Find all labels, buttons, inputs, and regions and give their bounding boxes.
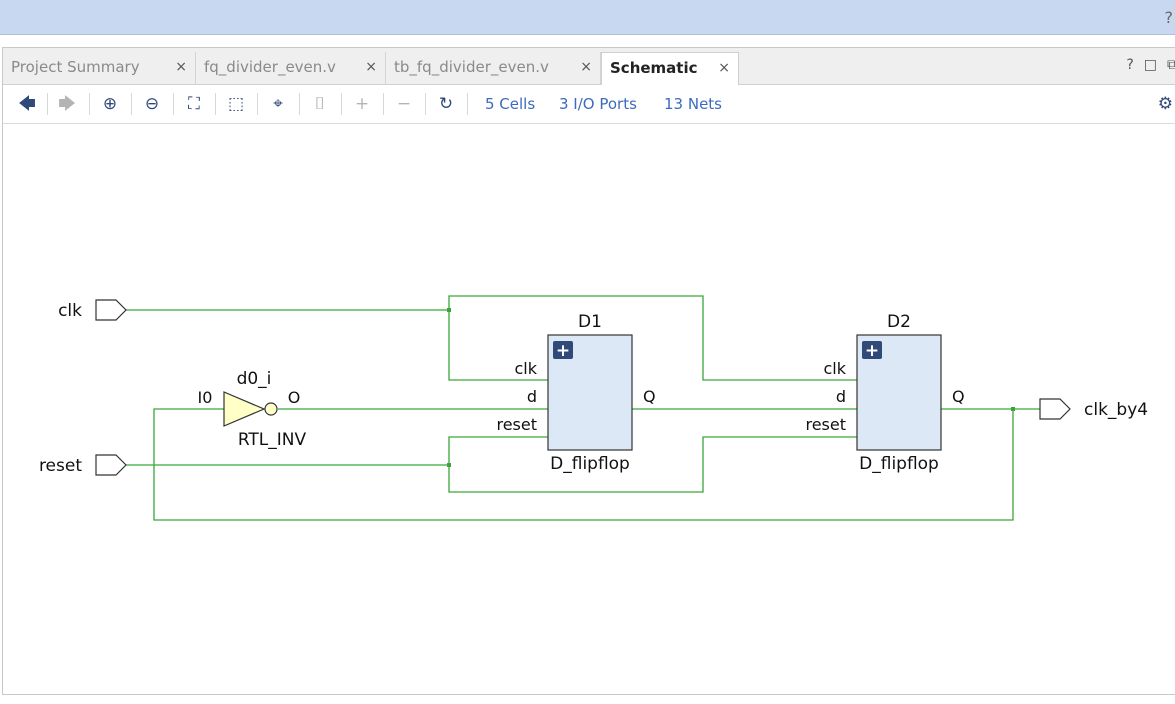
port-clk-by4[interactable]: clk_by4 bbox=[1039, 398, 1148, 420]
junction-dot bbox=[1011, 407, 1015, 411]
collapse-icon[interactable]: − bbox=[396, 94, 412, 114]
net-reset-d1[interactable] bbox=[448, 436, 548, 465]
cell-name-label: d0_i bbox=[237, 369, 272, 389]
pin-label: clk bbox=[514, 359, 537, 378]
cell-name-label: D2 bbox=[887, 312, 911, 332]
pin-label: d bbox=[527, 387, 537, 406]
divider bbox=[173, 93, 174, 115]
tab-label: Schematic bbox=[610, 59, 698, 77]
forward-arrow-icon[interactable]: 🡆 bbox=[58, 94, 76, 114]
port-label: reset bbox=[39, 456, 82, 476]
divider bbox=[467, 93, 468, 115]
port-label: clk bbox=[58, 301, 82, 321]
input-port-shape[interactable] bbox=[95, 454, 127, 476]
tab-window-controls: ? □ ⧉ bbox=[1126, 57, 1175, 73]
divider bbox=[89, 93, 90, 115]
net-junctions bbox=[447, 308, 1015, 467]
net-feedback[interactable] bbox=[153, 408, 1014, 521]
close-icon[interactable]: × bbox=[365, 59, 377, 75]
plus-icon: + bbox=[865, 341, 879, 361]
tab-tb-fq-divider-even[interactable]: tb_fq_divider_even.v × bbox=[386, 52, 601, 84]
tab-label: fq_divider_even.v bbox=[204, 58, 336, 76]
pin-label: O bbox=[288, 388, 301, 407]
divider bbox=[299, 93, 300, 115]
tab-bar: Project Summary × fq_divider_even.v × tb… bbox=[3, 48, 1175, 85]
help-icon[interactable]: ? bbox=[1126, 57, 1134, 73]
pin-label: Q bbox=[952, 387, 965, 406]
cell-type-label: D_flipflop bbox=[859, 454, 939, 474]
zoom-in-icon[interactable]: ⊕ bbox=[102, 94, 118, 114]
select-icon[interactable]: ⌖ bbox=[273, 94, 283, 114]
toggle-view-icon[interactable]: ⌷ bbox=[314, 94, 326, 114]
cell-type-label: D_flipflop bbox=[550, 454, 630, 474]
cell-d1[interactable]: + D1 clk d reset Q D_flipflop bbox=[496, 312, 655, 474]
cell-type-label: RTL_INV bbox=[238, 430, 307, 450]
cells-count-link[interactable]: 5 Cells bbox=[485, 95, 536, 113]
net-clk-d1[interactable] bbox=[448, 310, 548, 381]
zoom-fit-icon[interactable]: ⛶ bbox=[188, 94, 200, 114]
zoom-area-icon[interactable]: ⬚ bbox=[227, 94, 245, 114]
inverter-d0-i[interactable]: d0_i I0 O RTL_INV bbox=[198, 369, 307, 450]
cell-name-label: D1 bbox=[578, 312, 602, 332]
plus-icon: + bbox=[556, 341, 570, 361]
pin-label: reset bbox=[805, 415, 846, 434]
float-icon[interactable]: ⧉ bbox=[1167, 57, 1175, 73]
restore-icon[interactable]: □ bbox=[1143, 57, 1157, 73]
port-clk[interactable]: clk bbox=[58, 299, 127, 321]
divider bbox=[215, 93, 216, 115]
output-port-shape[interactable] bbox=[1039, 398, 1071, 420]
tab-schematic[interactable]: Schematic × bbox=[601, 52, 739, 85]
tab-label: Project Summary bbox=[11, 58, 140, 76]
back-arrow-icon[interactable]: 🡄 bbox=[18, 94, 36, 114]
refresh-icon[interactable]: ↻ bbox=[438, 94, 454, 114]
nets bbox=[126, 295, 1040, 521]
cell-d2[interactable]: + D2 clk d reset Q D_flipflop bbox=[805, 312, 964, 474]
divider bbox=[257, 93, 258, 115]
pin-label: Q bbox=[643, 387, 656, 406]
input-port-shape[interactable] bbox=[95, 299, 127, 321]
inverter-bubble bbox=[264, 402, 278, 416]
top-bar: ? bbox=[0, 0, 1175, 35]
tab-fq-divider-even[interactable]: fq_divider_even.v × bbox=[196, 52, 386, 84]
tab-label: tb_fq_divider_even.v bbox=[394, 58, 549, 76]
expand-icon[interactable]: + bbox=[354, 94, 370, 114]
inverter-shape[interactable] bbox=[223, 391, 266, 427]
port-label: clk_by4 bbox=[1084, 400, 1148, 420]
expand-button[interactable] bbox=[862, 341, 882, 359]
divider bbox=[425, 93, 426, 115]
pin-label: d bbox=[836, 387, 846, 406]
divider bbox=[341, 93, 342, 115]
pin-label: clk bbox=[823, 359, 846, 378]
close-icon[interactable]: × bbox=[175, 59, 187, 75]
gear-icon[interactable]: ⚙ bbox=[1157, 94, 1173, 114]
zoom-out-icon[interactable]: ⊖ bbox=[144, 94, 160, 114]
nets-count-link[interactable]: 13 Nets bbox=[664, 95, 723, 113]
junction-dot bbox=[447, 308, 451, 312]
port-reset[interactable]: reset bbox=[39, 454, 127, 476]
schematic-toolbar: 🡄 🡆 ⊕ ⊖ ⛶ ⬚ ⌖ ⌷ + − ↻ 5 Cells 3 I/O Port… bbox=[3, 85, 1175, 124]
help-icon[interactable]: ? bbox=[1164, 8, 1174, 27]
expand-button[interactable] bbox=[553, 341, 573, 359]
net-reset-d2[interactable] bbox=[448, 436, 857, 493]
junction-dot bbox=[447, 463, 451, 467]
net-clk-d2[interactable] bbox=[448, 295, 857, 381]
close-icon[interactable]: × bbox=[580, 59, 592, 75]
divider bbox=[383, 93, 384, 115]
divider bbox=[131, 93, 132, 115]
pin-label: reset bbox=[496, 415, 537, 434]
tab-project-summary[interactable]: Project Summary × bbox=[3, 52, 196, 84]
close-icon[interactable]: × bbox=[718, 60, 730, 76]
io-ports-count-link[interactable]: 3 I/O Ports bbox=[559, 95, 637, 113]
divider bbox=[47, 93, 48, 115]
pin-label: I0 bbox=[198, 388, 213, 407]
